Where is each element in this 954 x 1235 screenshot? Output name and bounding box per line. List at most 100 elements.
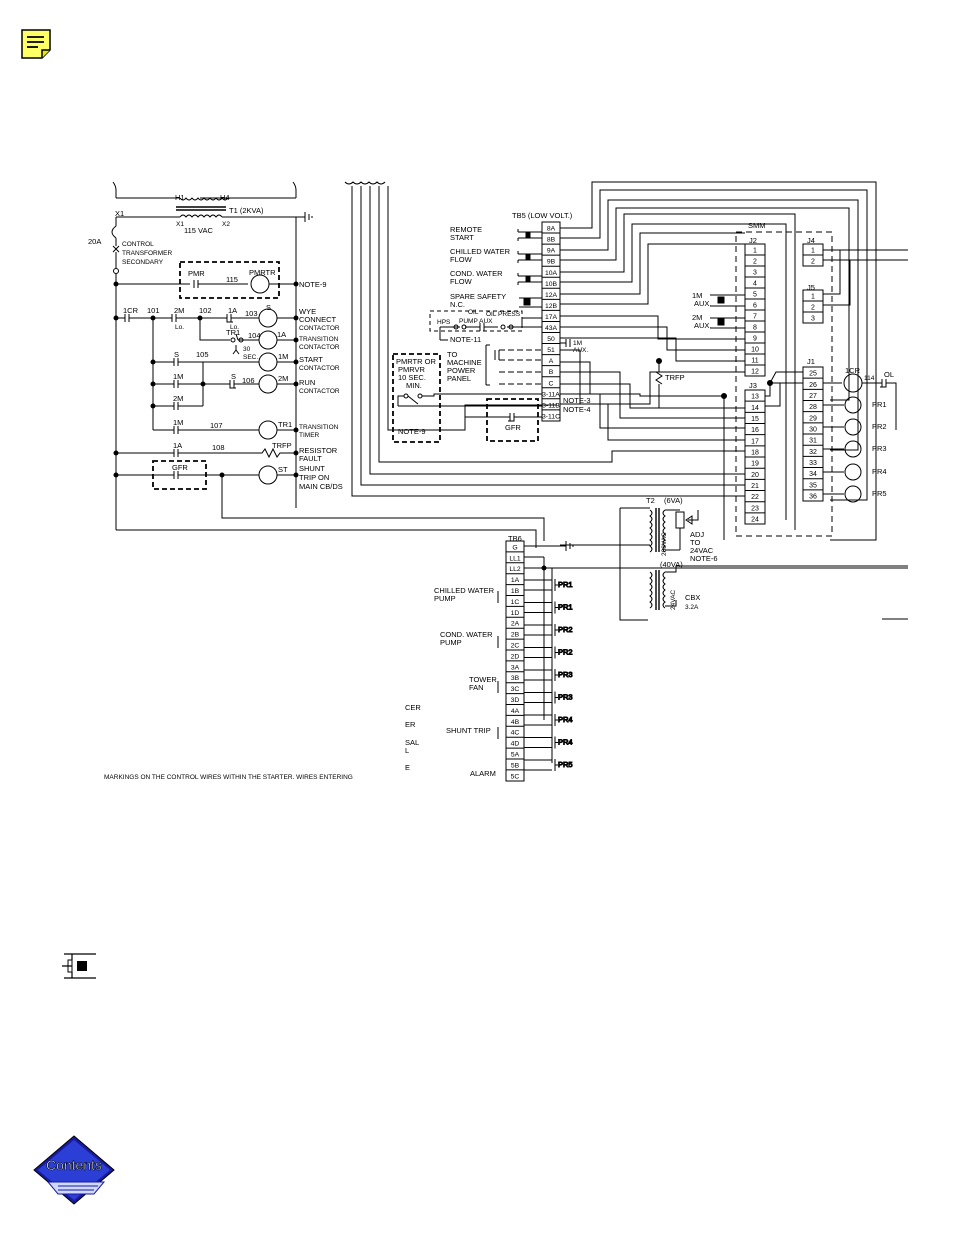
svg-text:GFR: GFR — [505, 423, 521, 432]
tb6-terminal-g: G — [512, 544, 517, 551]
tb6-terminal-ll1: LL1 — [509, 555, 521, 562]
svg-text:SAL: SAL — [405, 738, 419, 747]
n102-label: 102 — [199, 306, 212, 315]
gfr-left-label: GFR — [172, 463, 188, 472]
tb6-terminal-2c: 2C — [511, 643, 520, 650]
j5-pin-1: 1 — [811, 294, 815, 301]
note9-label: NOTE-9 — [299, 280, 327, 289]
svg-text:COND. WATER: COND. WATER — [450, 269, 503, 278]
coil-descriptions: WYE CONNECT CONTACTOR TRANSITION CONTACT… — [299, 307, 343, 491]
tb6-relay-contact — [524, 759, 558, 771]
svg-text:HPS: HPS — [437, 319, 451, 326]
svg-text:TOWER: TOWER — [469, 675, 497, 684]
svg-text:NOTE-4: NOTE-4 — [563, 405, 591, 414]
tb6-terminal-3a: 3A — [511, 664, 520, 671]
svg-text:NOTE-11: NOTE-11 — [450, 335, 481, 344]
secondary-label-3: SECONDARY — [122, 259, 164, 266]
tb6-relay-label: PR5 — [558, 760, 573, 769]
svg-text:1CR: 1CR — [845, 366, 861, 375]
tb5-terminal-3-11c: 3-11C — [542, 413, 560, 420]
a1c-label: 1A — [173, 441, 182, 450]
tb6-terminal-4d: 4D — [511, 741, 520, 748]
svg-text:SMM: SMM — [748, 221, 766, 230]
svg-text:J5: J5 — [807, 283, 815, 292]
tb6-relay-label: PR1 — [558, 603, 573, 612]
tb6-terminal-1c: 1C — [511, 599, 520, 606]
svg-text:TRANSITION: TRANSITION — [299, 424, 339, 431]
ladder-rungs: 1CR 101 2M Lo. 102 1A Lo. 103 S TR1 104 … — [113, 303, 545, 548]
svg-text:24VAC: 24VAC — [690, 546, 714, 555]
tb5-terminal-b: B — [549, 369, 554, 376]
tb6-terminal-4a: 4A — [511, 708, 520, 715]
j2-pin-3: 3 — [753, 270, 757, 277]
j2-pin-1: 1 — [753, 248, 757, 255]
tb6-terminal-2b: 2B — [511, 632, 520, 639]
tr1b-label: TR1 — [278, 420, 292, 429]
t2-transformer: T2 (6VA) 208VAC ADJ TO 24VAC NOTE-6 (40V… — [560, 496, 908, 621]
n101-label: 101 — [147, 306, 160, 315]
svg-text:OIL PRESS: OIL PRESS — [486, 311, 521, 318]
terminal-symbol-icon — [62, 953, 96, 979]
a1-label: 1A — [228, 306, 237, 315]
m1b-label: 1M — [173, 372, 183, 381]
svg-text:TB6: TB6 — [508, 534, 522, 543]
tb5-terminal-9b: 9B — [547, 259, 556, 266]
svg-text:E: E — [405, 763, 410, 772]
j2-pin-5: 5 — [753, 292, 757, 299]
tb5-terminal-3-11b: 3-11B — [542, 402, 560, 409]
svg-text:COND. WATER: COND. WATER — [440, 630, 493, 639]
a1b-label: 1A — [277, 330, 286, 339]
tb6-terminal-3d: 3D — [511, 697, 520, 704]
j4-pin-1: 1 — [811, 248, 815, 255]
svg-text:TO: TO — [447, 350, 457, 359]
svg-text:RESISTOR: RESISTOR — [299, 446, 338, 455]
tb6-relay-contact — [524, 646, 558, 659]
h4-label: H4 — [220, 193, 230, 202]
tb6-terminal-3c: 3C — [511, 686, 520, 693]
footnote-text: MARKINGS ON THE CONTROL WIRES WITHIN THE… — [104, 774, 353, 781]
svg-text:REMOTE: REMOTE — [450, 225, 482, 234]
m2b-label: 2M — [173, 394, 183, 403]
j1-pin-27: 27 — [809, 393, 817, 400]
pmrtr-box: PMRTR OR PMRVR 10 SEC. MIN. NOTE-9 — [392, 353, 542, 443]
svg-text:OIL: OIL — [468, 309, 479, 316]
svg-text:CBX: CBX — [685, 593, 700, 602]
tb5-terminal-43a: 43A — [545, 325, 558, 332]
m1-label: 1M — [278, 352, 288, 361]
svg-text:TIMER: TIMER — [299, 432, 320, 439]
tb6-relay-contact — [524, 669, 558, 681]
svg-text:CER: CER — [405, 703, 421, 712]
tb6-relay-label: PR3 — [558, 670, 573, 679]
svg-text:208VAC: 208VAC — [661, 532, 668, 556]
svg-text:ADJ: ADJ — [690, 530, 704, 539]
tb6-terminal-5a: 5A — [511, 752, 520, 759]
svg-text:1M: 1M — [573, 340, 582, 347]
j4-pin-2: 2 — [811, 259, 815, 266]
svg-text:PMRVR: PMRVR — [398, 365, 426, 374]
st-label: ST — [278, 465, 288, 474]
svg-text:114: 114 — [864, 375, 875, 382]
tb5-terminal-9a: 9A — [547, 248, 556, 255]
svg-text:J2: J2 — [749, 236, 757, 245]
svg-text:PR2: PR2 — [872, 422, 887, 431]
fuse-label: 20A — [88, 237, 101, 246]
note-icon[interactable] — [20, 28, 52, 60]
n104-label: 104 — [248, 331, 261, 340]
s-coil-label: S — [266, 303, 271, 312]
n108-label: 108 — [212, 443, 225, 452]
tb6-terminal-5b: 5B — [511, 762, 520, 769]
x1-label: X1 — [176, 221, 184, 228]
svg-text:ER: ER — [405, 720, 416, 729]
svg-text:CHILLED WATER: CHILLED WATER — [434, 586, 495, 595]
cutoff-text-fragments: CER ER SAL L E MARKINGS ON THE CONTROL W… — [104, 703, 421, 781]
j2-pin-4: 4 — [753, 281, 757, 288]
tb6-terminal-1d: 1D — [511, 610, 520, 617]
svg-text:CONTACTOR: CONTACTOR — [299, 365, 340, 372]
tb6-relay-label: PR1 — [558, 580, 573, 589]
x2-label: X2 — [222, 221, 230, 228]
svg-text:PUMP: PUMP — [440, 638, 462, 647]
j1-pin-33: 33 — [809, 460, 817, 467]
svg-text:MAIN CB/DS: MAIN CB/DS — [299, 482, 343, 491]
contents-button[interactable]: Contents — [28, 1132, 120, 1208]
svg-text:TO: TO — [690, 538, 700, 547]
